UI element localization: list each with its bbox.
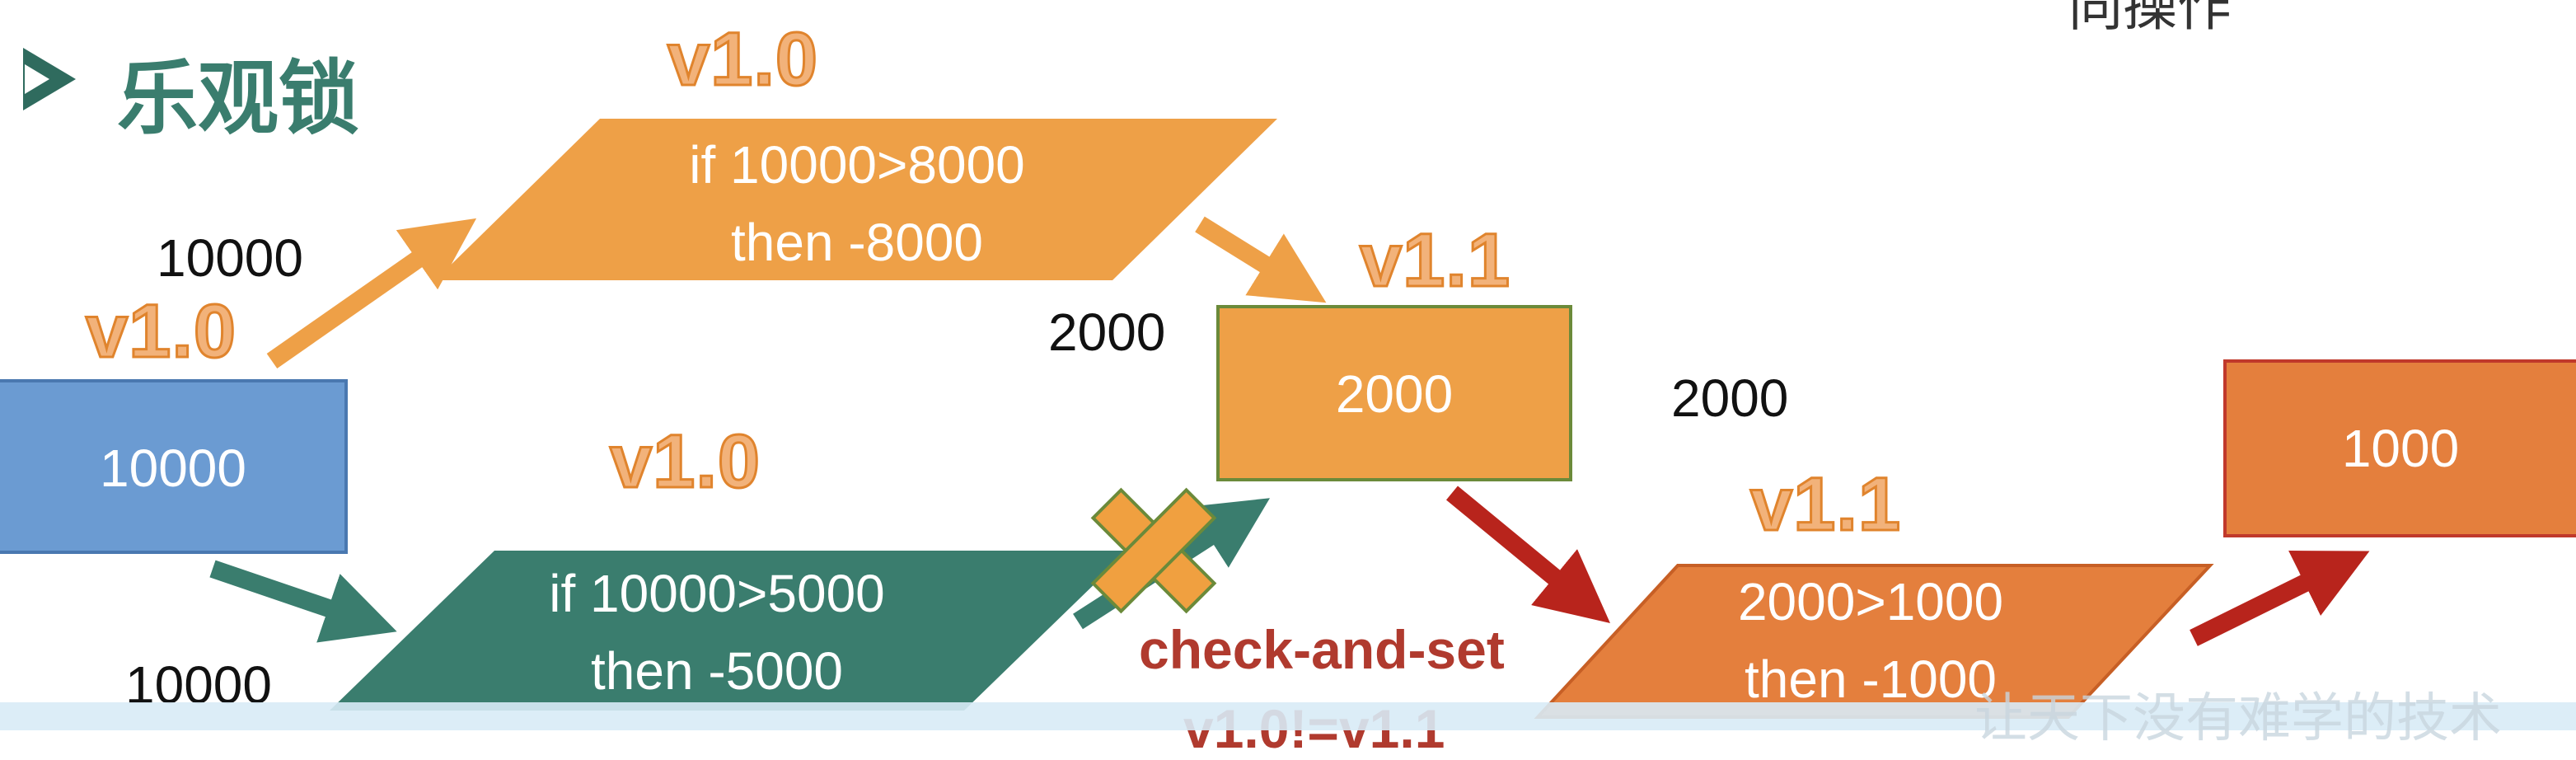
bottom-band <box>0 702 2576 730</box>
lower-right-transaction-line2: then -1000 <box>1744 650 1998 709</box>
upper-transaction-line1: if 10000>8000 <box>689 135 1025 195</box>
upper-transaction-shape <box>435 119 1277 280</box>
version-lower-right-shape: v1.1 <box>1749 462 1902 548</box>
arrow-mid-to-lower-right <box>1446 486 1610 623</box>
version-start: v1.0 <box>84 289 237 375</box>
page-title: 乐观锁 <box>117 52 360 146</box>
diagram-canvas <box>0 119 2576 719</box>
top-cut-text: 同操作 <box>2068 0 2232 38</box>
arrow-upper-to-mid <box>1195 216 1327 303</box>
mid-box <box>1216 305 1572 481</box>
version-lower-shape: v1.0 <box>608 419 761 505</box>
lower-right-transaction-line1: 2000>1000 <box>1737 572 2004 631</box>
arrow-account-to-lower <box>209 560 397 643</box>
check-and-set-label: check-and-set <box>1139 619 1505 680</box>
version-mid-box: v1.1 <box>1358 218 1511 304</box>
upper-amount-label: 10000 <box>157 228 303 288</box>
arrow-account-to-upper <box>266 218 477 369</box>
version-upper-shape: v1.0 <box>666 16 819 103</box>
lower-transaction-line2: then -5000 <box>590 641 844 701</box>
reject-cross-icon <box>1090 487 1217 614</box>
final-box <box>2223 359 2576 537</box>
lower-transaction-shape <box>330 551 1129 711</box>
mid-box-value: 2000 <box>1335 364 1454 424</box>
final-box-value: 1000 <box>2341 419 2460 478</box>
lower-transaction-line1: if 10000>5000 <box>549 564 885 623</box>
bullet-arrow-icon <box>23 48 76 110</box>
arrow-lower-right-to-final <box>2190 551 2370 646</box>
upper-transaction-line2: then -8000 <box>730 213 984 272</box>
mid-amount-label: 2000 <box>1048 303 1166 362</box>
account-box-value: 10000 <box>100 439 246 498</box>
watermark-text: 让天下没有难学的技术 <box>1974 688 2502 749</box>
right-amount-label: 2000 <box>1671 368 1789 428</box>
account-box <box>0 379 348 554</box>
